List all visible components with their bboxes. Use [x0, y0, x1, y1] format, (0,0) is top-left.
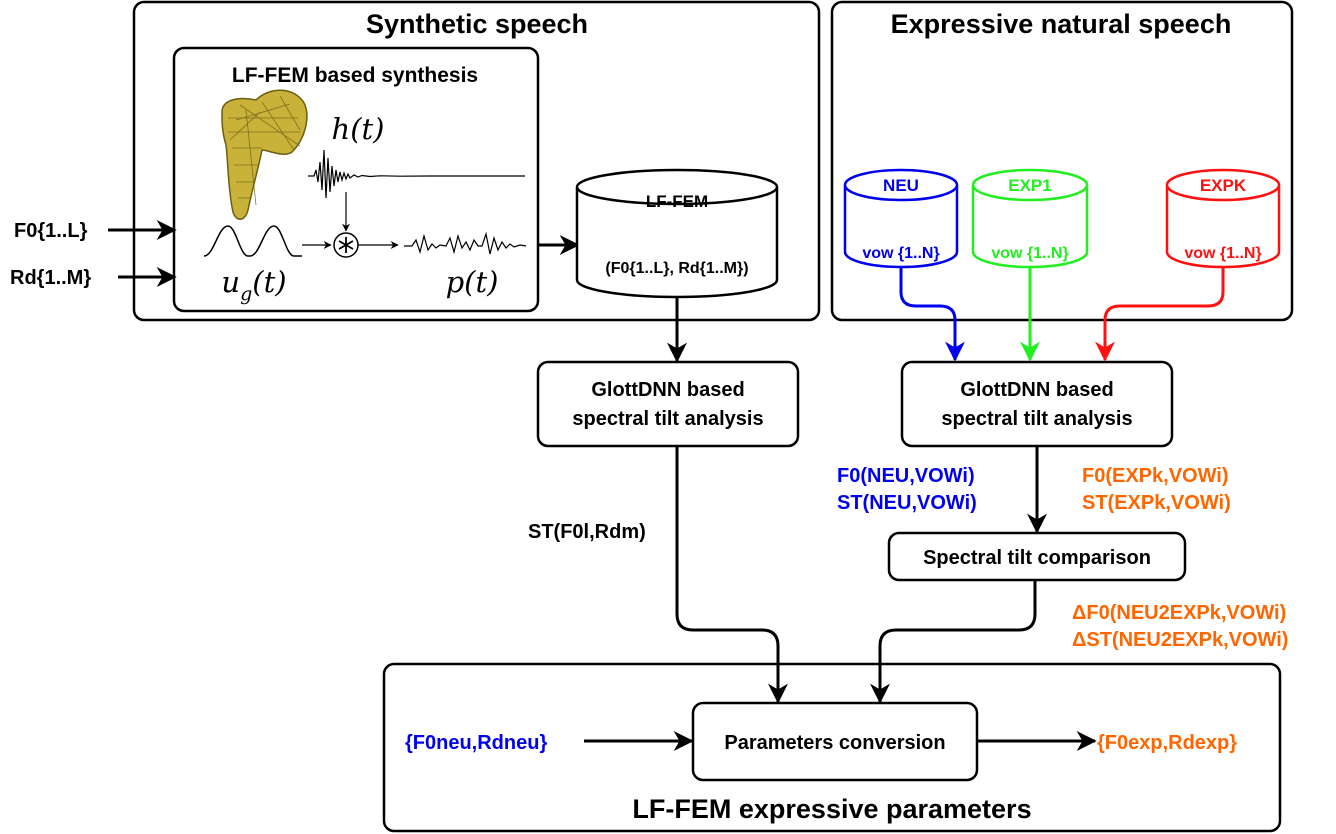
st-exp-label: ST(EXPk,VOWi)	[1082, 492, 1231, 514]
neu-database-vowels: vow {1..N}	[862, 245, 939, 262]
expressive-parameters-title: LF-FEM expressive parameters	[632, 794, 1031, 824]
exp1-database-name: EXP1	[1008, 176, 1051, 195]
exp1-database-vowels: vow {1..N}	[991, 245, 1068, 262]
natural-speech-title: Expressive natural speech	[891, 9, 1232, 39]
synthetic-speech-title: Synthetic speech	[366, 9, 588, 39]
rd-input-label: Rd{1..M}	[10, 267, 91, 289]
left-analysis-line1: GlottDNN based	[591, 379, 744, 401]
expk-to-analysis-arrow	[1095, 267, 1225, 362]
lf-fem-synthesis-title: LF-FEM based synthesis	[232, 64, 478, 87]
left-analysis-line2: spectral tilt analysis	[572, 408, 763, 430]
natural-speech-panel	[830, 0, 1294, 322]
lf-fem-database	[575, 168, 779, 299]
right-analysis-line2: spectral tilt analysis	[941, 408, 1132, 430]
lf-fem-synthesis-box	[172, 46, 540, 313]
h-t-label: h(t)	[332, 112, 385, 146]
pressure-waveform	[404, 231, 527, 255]
synth-analysis-to-conversion-arrow	[675, 446, 788, 704]
st-synth-label: ST(F0l,Rdm)	[528, 521, 646, 543]
convolution-icon	[333, 232, 359, 258]
delta-f0-label: ΔF0(NEU2EXPk,VOWi)	[1072, 602, 1286, 624]
expk-database-name: EXPK	[1200, 176, 1247, 195]
expk-database	[1165, 168, 1281, 269]
neu-to-analysis-arrow	[899, 267, 965, 362]
ug-t-label: ug(t)	[221, 265, 286, 305]
lf-fem-database-title: LF-FEM	[646, 192, 708, 211]
lf-fem-database-params: (F0{1..L}, Rd{1..M})	[605, 260, 748, 277]
f0-input-label: F0{1..L}	[14, 220, 88, 242]
impulse-response-waveform	[308, 149, 525, 199]
conversion-label: Parameters conversion	[724, 732, 945, 754]
comparison-label: Spectral tilt comparison	[923, 547, 1151, 569]
delta-st-label: ΔST(NEU2EXPk,VOWi)	[1072, 629, 1288, 651]
neu-database	[843, 168, 959, 269]
right-analysis-box	[900, 360, 1174, 448]
f0-exp-label: F0(EXPk,VOWi)	[1082, 465, 1229, 487]
comparison-to-conversion-arrow	[870, 580, 1037, 704]
neu-database-name: NEU	[883, 176, 919, 195]
st-neu-label: ST(NEU,VOWi)	[837, 492, 977, 514]
glottal-flow-waveform	[203, 225, 302, 257]
f0-neu-label: F0(NEU,VOWi)	[837, 465, 975, 487]
expressive-parameters-panel	[382, 662, 1282, 833]
expressive-params-label: {F0exp,Rdexp}	[1097, 732, 1237, 754]
vocal-tract-mesh-icon	[221, 89, 308, 220]
exp1-database	[971, 168, 1089, 269]
expk-database-vowels: vow {1..N}	[1184, 245, 1261, 262]
neutral-params-label: {F0neu,Rdneu}	[405, 732, 547, 754]
p-t-label: p(t)	[446, 265, 499, 299]
right-analysis-line1: GlottDNN based	[960, 379, 1113, 401]
comparison-box	[887, 531, 1187, 582]
left-analysis-box	[536, 360, 800, 448]
synthetic-speech-panel	[132, 0, 821, 322]
